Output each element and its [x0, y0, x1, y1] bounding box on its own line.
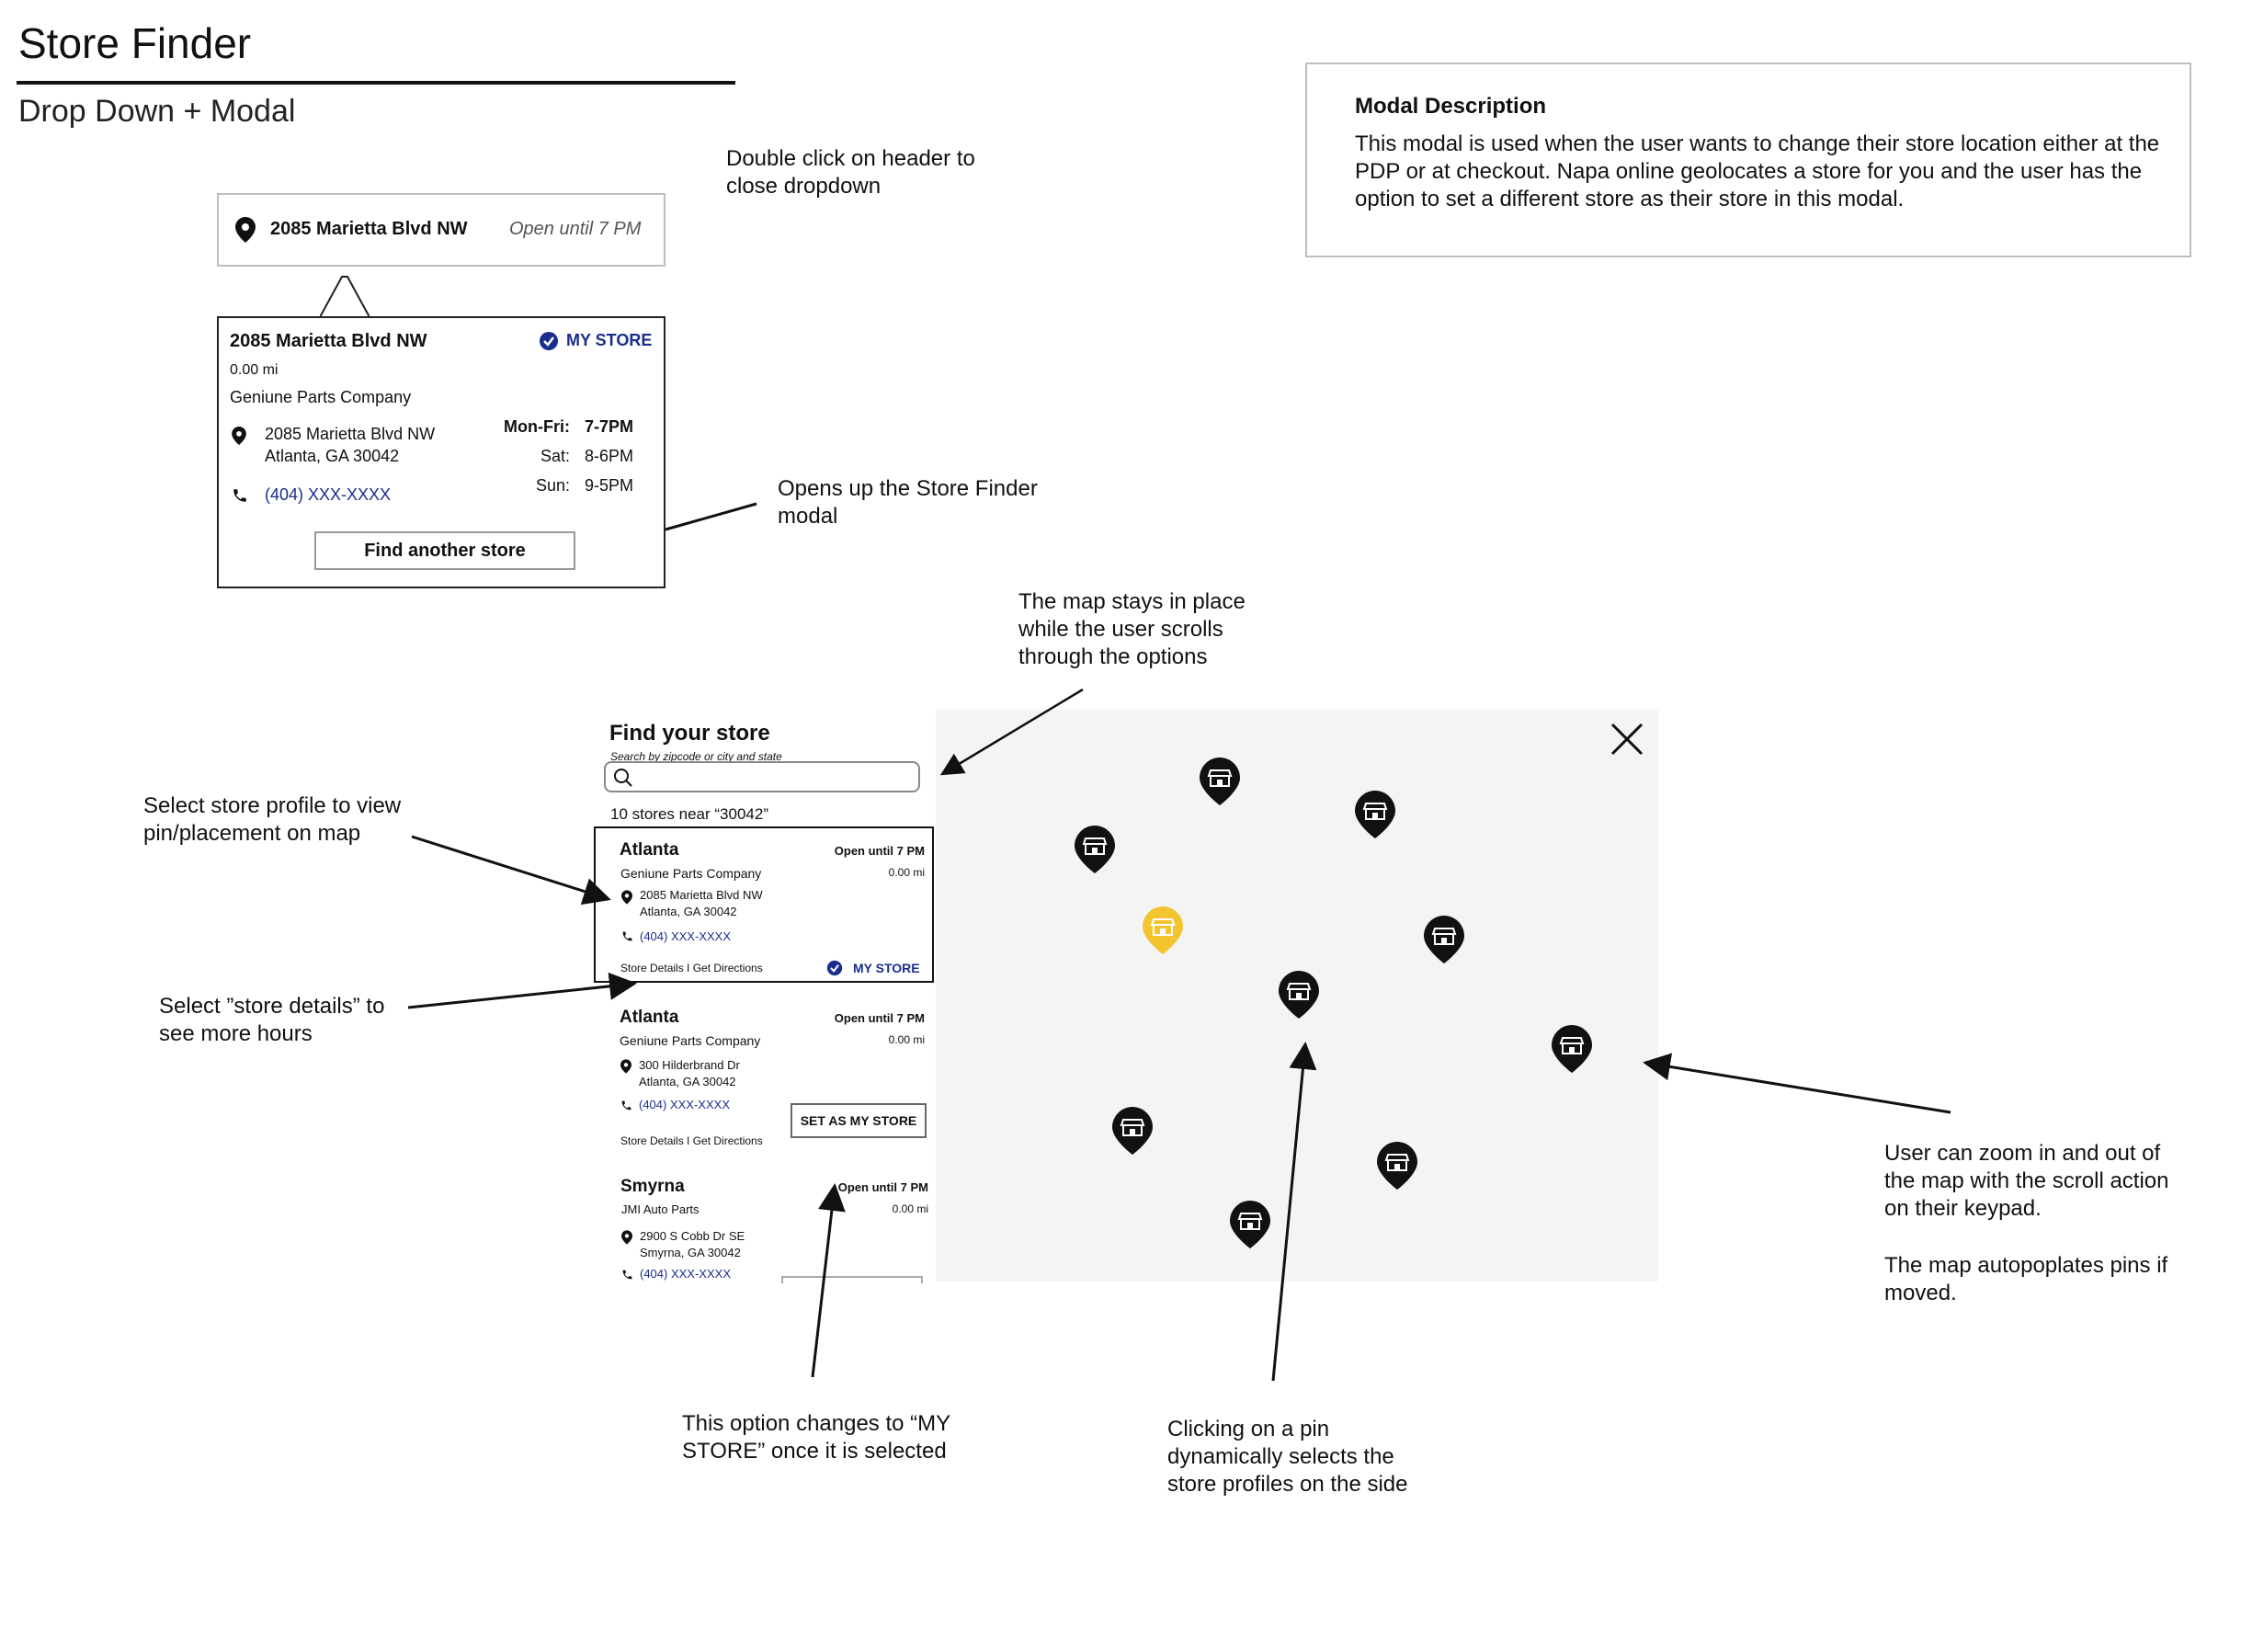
location-pin-icon — [620, 1059, 631, 1074]
hours-day: Sat: — [540, 447, 570, 465]
store-open: Open until 7 PM — [834, 1011, 925, 1025]
note-select-details: Select ”store details” to see more hours — [159, 994, 385, 1046]
title-divider — [17, 81, 735, 85]
header-address: 2085 Marietta Blvd NW — [270, 219, 468, 239]
my-store-badge: MY STORE — [566, 331, 653, 349]
dropdown-address-line2: Atlanta, GA 30042 — [265, 447, 400, 465]
set-as-my-store-button[interactable]: SET AS MY STORE — [791, 1103, 927, 1138]
check-circle-icon — [826, 960, 843, 976]
hours-day: Sun: — [535, 476, 570, 495]
store-distance: 0.00 mi — [888, 1033, 925, 1046]
dropdown-phone[interactable]: (404) XXX-XXXX — [265, 485, 392, 504]
note-select-profile: Select store profile to view pin/placeme… — [143, 793, 402, 846]
set-as-my-store-button-partial[interactable] — [781, 1276, 923, 1283]
hours-time: 7-7PM — [585, 417, 634, 436]
store-address-line2: Atlanta, GA 30042 — [640, 905, 737, 918]
store-city: Atlanta — [620, 1008, 679, 1027]
store-address-line2: Atlanta, GA 30042 — [639, 1075, 736, 1088]
hours-day: Mon-Fri: — [504, 417, 570, 436]
store-city: Smyrna — [620, 1177, 685, 1196]
phone-icon — [622, 1270, 632, 1280]
page-title: Store Finder — [18, 19, 252, 67]
store-address-line1: 300 Hilderbrand Dr — [639, 1058, 740, 1072]
location-pin-icon — [621, 1230, 632, 1245]
store-open: Open until 7 PM — [834, 844, 925, 858]
dropdown-caret — [320, 276, 370, 318]
store-phone[interactable]: (404) XXX-XXXX — [640, 929, 731, 943]
search-icon — [614, 769, 632, 787]
store-phone[interactable]: (404) XXX-XXXX — [640, 1267, 731, 1281]
hours-time: 9-5PM — [585, 476, 634, 495]
store-dropdown-panel: 2085 Marietta Blvd NW MY STORE 0.00 mi G… — [217, 316, 665, 588]
store-company: Geniune Parts Company — [620, 1033, 761, 1048]
store-address-line1: 2900 S Cobb Dr SE — [640, 1229, 745, 1243]
store-company: JMI Auto Parts — [621, 1202, 700, 1216]
store-phone[interactable]: (404) XXX-XXXX — [639, 1098, 730, 1111]
modal-description-box: Modal Description This modal is used whe… — [1305, 63, 2191, 257]
dropdown-address-line1: 2085 Marietta Blvd NW — [265, 425, 436, 443]
store-distance: 0.00 mi — [888, 866, 925, 879]
dropdown-store-name: 2085 Marietta Blvd NW — [230, 331, 427, 351]
arrow-select-details — [407, 972, 637, 1009]
store-company: Geniune Parts Company — [620, 866, 762, 881]
arrow-zoom — [1643, 1053, 1951, 1114]
store-map[interactable] — [936, 710, 1658, 1282]
note-autopopulates: The map autopoplates pins if moved. — [1884, 1253, 2168, 1305]
store-search-input[interactable] — [604, 761, 920, 792]
phone-icon — [621, 1100, 631, 1111]
note-opens-modal: Opens up the Store Finder modal — [778, 476, 1038, 529]
check-circle-icon — [540, 332, 558, 350]
modal-title: Find your store — [609, 721, 770, 746]
store-city: Atlanta — [620, 840, 679, 860]
hours-time: 8-6PM — [585, 447, 634, 465]
modal-description-text: This modal is used when the user wants t… — [1355, 131, 2160, 211]
note-option-changes: This option changes to “MY STORE” once i… — [682, 1411, 950, 1464]
note-zoom: User can zoom in and out of the map with… — [1884, 1141, 2169, 1221]
location-pin-icon — [235, 217, 256, 243]
page-subtitle: Drop Down + Modal — [18, 94, 296, 129]
phone-icon — [233, 489, 246, 502]
store-details-links[interactable]: Store Details I Get Directions — [620, 1134, 763, 1147]
note-double-click: Double click on header to close dropdown — [726, 146, 975, 199]
dropdown-company: Geniune Parts Company — [230, 388, 412, 406]
find-another-store-button[interactable]: Find another store — [314, 531, 575, 570]
arrow-opens-modal — [665, 502, 757, 531]
phone-icon — [622, 931, 632, 941]
store-open: Open until 7 PM — [837, 1180, 928, 1194]
store-address-line1: 2085 Marietta Blvd NW — [640, 888, 763, 902]
note-clicking-pin: Clicking on a pin dynamically selects th… — [1167, 1417, 1408, 1497]
location-pin-icon — [232, 427, 246, 445]
store-dropdown-header[interactable]: 2085 Marietta Blvd NW Open until 7 PM — [217, 193, 665, 267]
modal-description-title: Modal Description — [1355, 94, 1547, 119]
note-map-stays: The map stays in place while the user sc… — [1018, 589, 1246, 669]
store-details-links[interactable]: Store Details I Get Directions — [620, 962, 763, 974]
location-pin-icon — [621, 890, 632, 905]
my-store-badge: MY STORE — [853, 961, 920, 975]
dropdown-distance: 0.00 mi — [230, 362, 279, 378]
store-address-line2: Smyrna, GA 30042 — [640, 1246, 741, 1259]
results-count: 10 stores near “30042” — [610, 805, 768, 823]
search-hint: Search by zipcode or city and state — [610, 750, 782, 763]
store-distance: 0.00 mi — [892, 1202, 928, 1215]
header-open-status: Open until 7 PM — [509, 219, 642, 239]
